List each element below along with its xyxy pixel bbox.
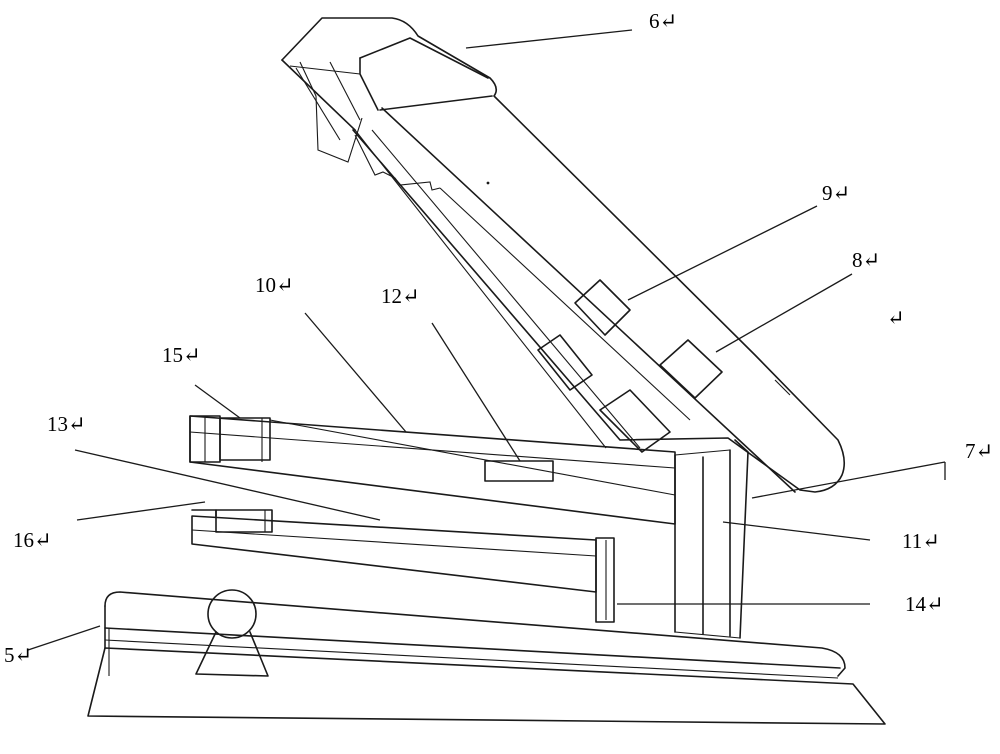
block-8 bbox=[659, 339, 723, 399]
leader-lines bbox=[27, 29, 946, 651]
center-dot bbox=[486, 181, 490, 185]
upper-arm bbox=[189, 415, 676, 525]
stray-mark: ↵ bbox=[887, 306, 905, 330]
tilted-top-body bbox=[281, 17, 846, 493]
hinge-knob bbox=[195, 589, 269, 677]
lower-arm bbox=[191, 509, 615, 623]
label-14: 14↵ bbox=[905, 592, 944, 616]
label-10: 10↵ bbox=[255, 273, 294, 297]
callout-labels: 6↵ 9↵ 8↵ 10↵ 12↵ 15↵ 13↵ 7↵ 11↵ 16↵ 14↵ … bbox=[4, 9, 993, 667]
block-12 bbox=[484, 460, 554, 482]
base-plate bbox=[87, 591, 886, 725]
label-12: 12↵ bbox=[381, 284, 420, 308]
block-9 bbox=[574, 279, 631, 336]
small-blocks-lower bbox=[537, 334, 671, 453]
label-11: 11↵ bbox=[902, 529, 940, 553]
label-13: 13↵ bbox=[47, 412, 86, 436]
label-9: 9↵ bbox=[822, 181, 850, 205]
label-8: 8↵ bbox=[852, 248, 880, 272]
label-6: 6↵ bbox=[649, 9, 677, 33]
label-5: 5↵ bbox=[4, 643, 32, 667]
vertical-post bbox=[674, 439, 749, 639]
label-15: 15↵ bbox=[162, 343, 201, 367]
label-16: 16↵ bbox=[13, 528, 52, 552]
label-7: 7↵ bbox=[965, 439, 993, 463]
